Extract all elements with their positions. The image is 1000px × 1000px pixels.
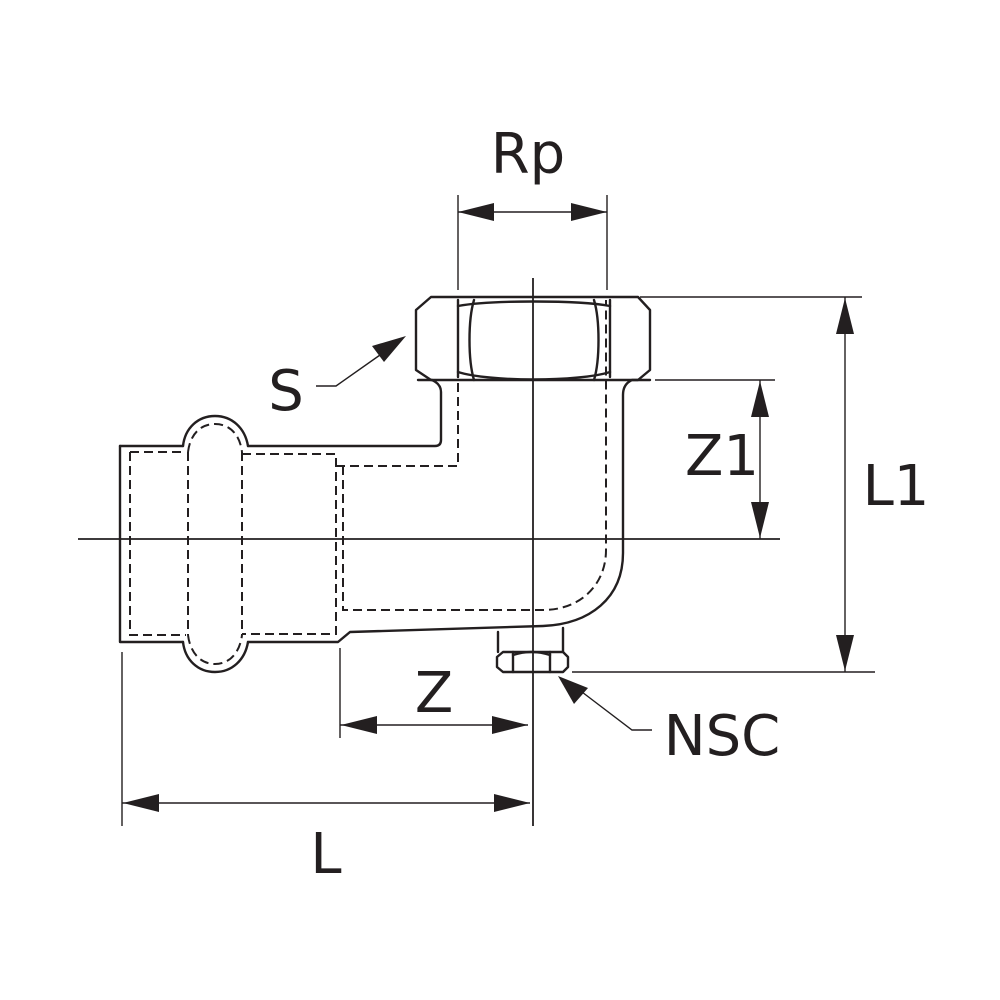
label-z: Z <box>415 661 453 726</box>
label-s: S <box>268 359 304 424</box>
label-rp: Rp <box>491 122 565 187</box>
leader-nsc <box>558 676 652 731</box>
hidden-inner-contour <box>129 300 607 666</box>
dimension-z1 <box>655 379 775 539</box>
label-l1: L1 <box>863 454 930 519</box>
dimension-l1 <box>572 296 875 673</box>
label-z1: Z1 <box>685 424 759 489</box>
fitting-body <box>118 295 652 674</box>
label-nsc: NSC <box>664 704 781 769</box>
dimension-rp <box>457 195 608 290</box>
dimension-z <box>339 648 528 738</box>
leader-s <box>316 336 406 387</box>
dimension-l <box>121 652 530 826</box>
label-l: L <box>310 822 341 887</box>
